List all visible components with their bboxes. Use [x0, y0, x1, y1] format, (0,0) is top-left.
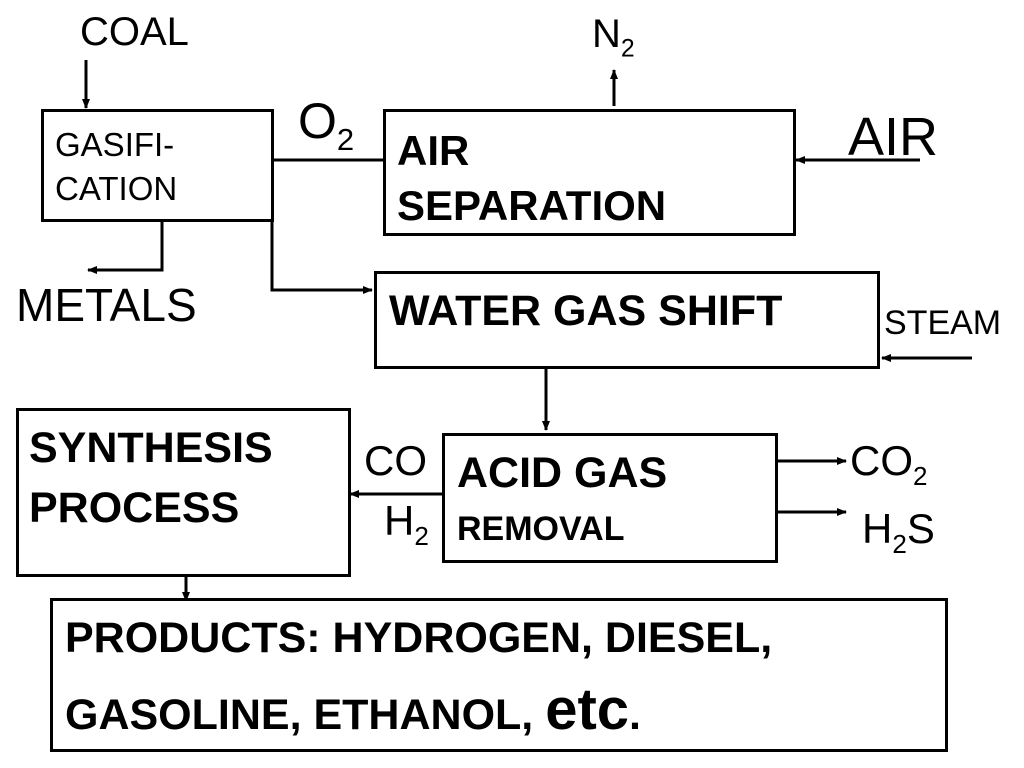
h2-label: H2: [384, 497, 429, 549]
products-line-2: GASOLINE, ETHANOL, etc.: [65, 681, 641, 739]
co2-label-subscript: 2: [913, 460, 928, 491]
air-separation-line-2: SEPARATION: [397, 182, 667, 229]
steam-label: STEAM: [884, 304, 1002, 342]
gasification-box: GASIFI- CATION: [41, 109, 274, 222]
o2-label-base: O: [298, 93, 337, 149]
h2-label-subscript: 2: [414, 520, 429, 551]
coal-label: COAL: [80, 10, 189, 54]
h2s-label-post: S: [906, 505, 935, 552]
air-separation-box: AIR SEPARATION: [383, 109, 796, 236]
co2-label-base: CO: [850, 437, 913, 484]
synthesis-process-box: SYNTHESIS PROCESS: [16, 408, 351, 577]
metals-outlet-arrow: [87, 222, 164, 274]
acid-gas-removal-line-2: REMOVAL: [457, 510, 625, 548]
products-line-1: PRODUCTS: HYDROGEN, DIESEL,: [65, 614, 773, 662]
water-gas-shift-box: WATER GAS SHIFT: [374, 271, 880, 369]
syngas-to-shift-arrow: [270, 222, 373, 294]
products-line-2-text: GASOLINE, ETHANOL,: [65, 691, 546, 739]
o2-label-subscript: 2: [336, 121, 355, 157]
co2-label: CO2: [850, 437, 927, 489]
air-label: AIR: [848, 107, 939, 167]
synthesis-process-line-1: SYNTHESIS: [29, 424, 273, 472]
gasification-line-2: CATION: [55, 170, 178, 207]
n2-label-subscript: 2: [620, 35, 635, 63]
metals-label: METALS: [16, 279, 197, 331]
h2-label-base: H: [384, 497, 415, 544]
h2s-label-pre: H: [862, 505, 893, 552]
o2-label: O2: [298, 93, 354, 155]
acid-gas-removal-line-1: ACID GAS: [457, 449, 668, 497]
n2-label-base: N: [592, 12, 621, 56]
gasification-line-1: GASIFI-: [55, 126, 175, 163]
products-etc: etc: [545, 677, 630, 742]
co-label: CO: [364, 437, 427, 484]
acid-gas-removal-box: ACID GAS REMOVAL: [442, 433, 778, 563]
water-gas-shift-label: WATER GAS SHIFT: [389, 287, 783, 335]
air-separation-line-1: AIR: [397, 127, 470, 174]
n2-label: N2: [592, 12, 635, 61]
products-box: PRODUCTS: HYDROGEN, DIESEL, GASOLINE, ET…: [50, 598, 948, 752]
h2s-label: H2S: [862, 505, 935, 557]
products-period: .: [629, 691, 641, 739]
h2s-label-subscript: 2: [892, 528, 907, 559]
synthesis-process-line-2: PROCESS: [29, 484, 240, 532]
